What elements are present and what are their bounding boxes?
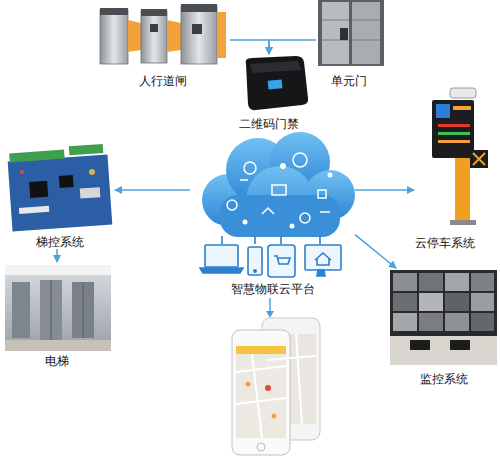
phone-illustration [232,298,320,455]
node-label: 云停车系统 [394,236,496,250]
cloud-illustration [202,132,355,237]
unit-door-illustration [318,0,384,66]
turnstile-illustration [100,4,226,64]
qr-reader-illustration [246,56,309,110]
elevator-illustration [5,265,111,351]
arrow-connector [230,40,269,54]
node-label: 单元门 [296,74,402,88]
turnstile-node: 人行道闸 [95,0,230,88]
monitoring-node: 监控系统 [388,268,500,386]
parking-node: 云停车系统 [414,86,476,250]
node-label: 监控系统 [368,372,500,386]
node-label: 二维码门禁 [214,117,324,131]
node-label: 梯控系统 [0,235,135,249]
device-icons [200,236,341,277]
monitoring-illustration [390,270,497,365]
parking-illustration [432,88,488,225]
arrow-connector [269,40,316,54]
cloud-platform-node: 智慧物联云平台 [190,130,355,296]
control-board-illustration [8,144,113,231]
arrow-connector [115,189,190,191]
node-label: 电梯 [0,354,131,368]
door-node: 单元门 [316,0,382,88]
elevator-control-node: 梯控系统 [5,145,115,249]
qr-access-node: 二维码门禁 [234,54,304,131]
arrow-connector [56,249,58,262]
node-label: 智慧物联云平台 [170,282,375,296]
arrow-connector [355,235,396,268]
arrow-connector [355,189,414,191]
node-label: 人行道闸 [75,74,250,88]
elevator-node: 电梯 [3,262,111,368]
